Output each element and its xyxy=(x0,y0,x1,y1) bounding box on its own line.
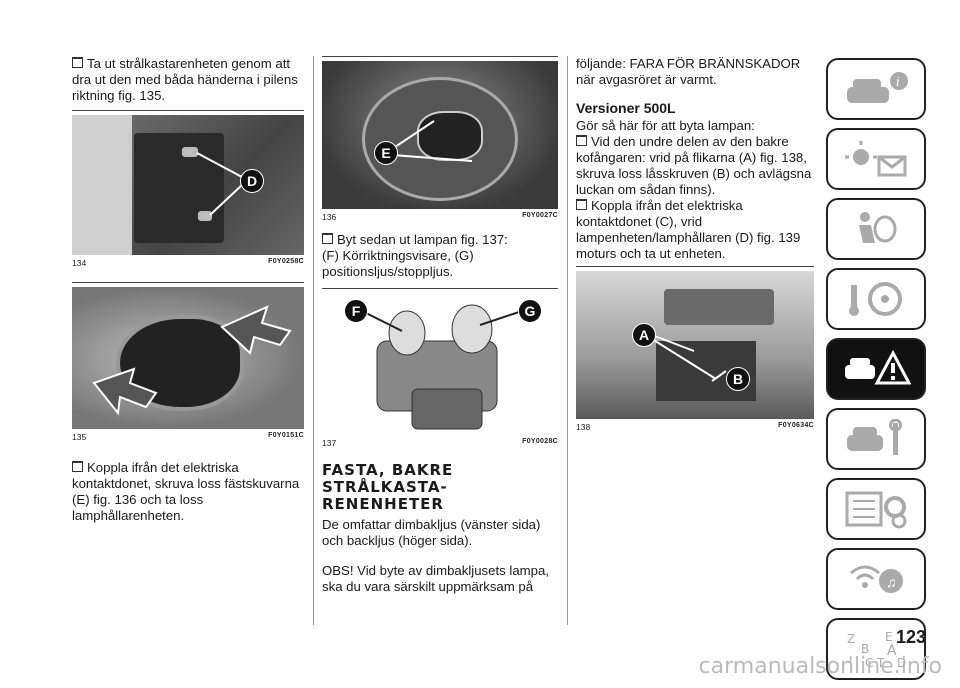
figure-136: E xyxy=(322,61,558,209)
figure-code: F0Y0027C xyxy=(522,212,558,219)
svg-text:E: E xyxy=(885,630,893,644)
figure-caption: 138 F0Y0634C xyxy=(576,422,814,432)
breakdown-warning-icon xyxy=(845,349,911,385)
car-info-icon: i xyxy=(847,72,908,103)
index-letters-icon: Z E B A I C T D xyxy=(847,630,906,669)
tab-safety[interactable] xyxy=(826,198,926,260)
figure-number: 137 xyxy=(322,438,337,448)
paragraph: De omfattar dimbakljus (vänster sida) oc… xyxy=(322,517,541,548)
figure-code: F0Y0258C xyxy=(268,258,304,265)
svg-text:D: D xyxy=(897,656,906,669)
tab-emergency[interactable] xyxy=(826,338,926,400)
specs-gears-icon xyxy=(845,491,907,529)
svg-text:i: i xyxy=(896,75,900,89)
section-heading: FASTA, BAKRE STRÅLKASTA-RENENHETER xyxy=(322,461,454,513)
figure-code: F0Y0151C xyxy=(268,432,304,439)
car-maintenance-icon xyxy=(847,419,902,455)
leader-lines xyxy=(651,334,727,382)
leader-lines xyxy=(391,120,473,162)
column-divider xyxy=(313,56,314,625)
tab-vehicle-info[interactable]: i xyxy=(826,58,926,120)
tab-index[interactable]: Z E B A I C T D xyxy=(826,618,926,680)
column-1: Ta ut strålkastarenheten genom att dra u… xyxy=(72,56,304,524)
svg-text:I: I xyxy=(849,654,853,668)
marker-d: D xyxy=(240,169,264,193)
figure-caption: 137 F0Y0028C xyxy=(322,438,558,448)
column-3: följande: FARA FÖR BRÄNNSKADOR när avgas… xyxy=(576,56,814,432)
column-divider xyxy=(567,56,568,625)
figure-number: 138 xyxy=(576,422,591,432)
marker-f: F xyxy=(344,299,368,323)
svg-text:C: C xyxy=(865,656,873,669)
chapter-tabs: i xyxy=(826,58,930,688)
figure-138: A B xyxy=(576,271,814,419)
figure-134: D xyxy=(72,115,304,255)
lights-message-icon xyxy=(845,141,907,177)
svg-text:T: T xyxy=(876,656,885,669)
figure-135 xyxy=(72,287,304,429)
marker-g: G xyxy=(518,299,542,323)
figure-caption: 135 F0Y0151C xyxy=(72,432,304,442)
tab-starting-driving[interactable] xyxy=(826,268,926,330)
paragraph: (F) Körriktningsvisare, (G) positionslju… xyxy=(322,248,474,279)
figure-137: F G xyxy=(322,293,558,435)
figure-number: 135 xyxy=(72,432,87,442)
arrow-icons xyxy=(92,305,292,416)
tab-lights-messages[interactable] xyxy=(826,128,926,190)
figure-number: 136 xyxy=(322,212,337,222)
paragraph: Koppla ifrån det elektriska kontaktdonet… xyxy=(576,198,814,262)
page-number: 123 xyxy=(895,627,926,647)
svg-text:♫: ♫ xyxy=(886,574,897,590)
paragraph: Koppla ifrån det elektriska kontaktdonet… xyxy=(72,460,304,524)
airbag-seat-icon xyxy=(859,212,897,243)
paragraph: OBS! Vid byte av dimbakljusets lampa, sk… xyxy=(322,563,549,594)
tab-maintenance[interactable] xyxy=(826,408,926,470)
svg-text:Z: Z xyxy=(847,632,855,646)
watermark: carmanualsonline.info xyxy=(698,654,942,679)
figure-number: 134 xyxy=(72,258,87,268)
figure-caption: 136 F0Y0027C xyxy=(322,212,558,222)
tab-multimedia[interactable]: ♫ xyxy=(826,548,926,610)
leader-lines xyxy=(196,152,243,216)
marker-a: A xyxy=(632,323,656,347)
paragraph: Vid den undre delen av den bakre kofånga… xyxy=(576,134,814,198)
figure-code: F0Y0028C xyxy=(522,438,558,445)
paragraph: följande: FARA FÖR BRÄNNSKADOR när avgas… xyxy=(576,56,801,87)
svg-text:B: B xyxy=(861,642,869,656)
svg-text:A: A xyxy=(887,643,897,659)
figure-caption: 134 F0Y0258C xyxy=(72,258,304,268)
key-steering-icon xyxy=(849,282,902,316)
multimedia-icon: ♫ xyxy=(850,565,903,593)
column-2: E 136 F0Y0027C Byt sedan ut lampan fig. … xyxy=(322,56,558,595)
figure-code: F0Y0634C xyxy=(778,422,814,429)
marker-e: E xyxy=(374,141,398,165)
paragraph: Ta ut strålkastarenheten genom att dra u… xyxy=(72,56,304,104)
bulb-holder-drawing xyxy=(361,304,523,430)
tab-technical-data[interactable] xyxy=(826,478,926,540)
subheading: Versioner 500L xyxy=(576,100,676,116)
marker-b: B xyxy=(726,367,750,391)
paragraph: Gör så här för att byta lampan: xyxy=(576,118,755,133)
paragraph: Byt sedan ut lampan fig. 137: xyxy=(322,232,558,248)
